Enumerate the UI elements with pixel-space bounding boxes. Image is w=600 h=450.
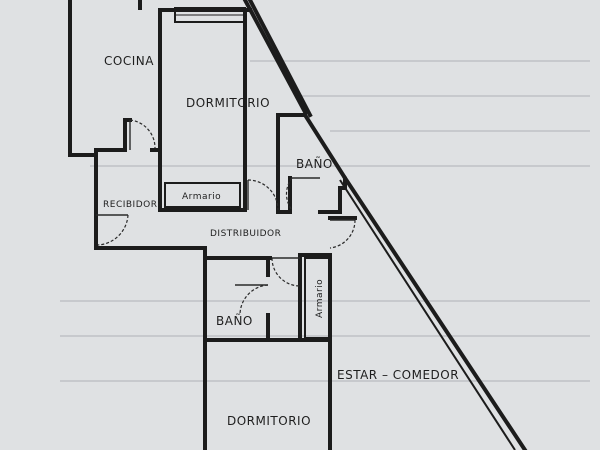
room-label-bano-top: BAÑO <box>296 156 333 171</box>
room-label-cocina: COCINA <box>104 54 154 68</box>
door-dorm-top-arc <box>247 179 279 211</box>
armario-side-label: Armario <box>315 279 325 318</box>
doors <box>96 119 356 316</box>
room-label-dormitorio-top: DORMITORIO <box>186 96 270 110</box>
door-kitchen-arc <box>129 119 156 149</box>
wall-distribuidor-bottom <box>94 246 207 260</box>
background-texture <box>60 60 590 382</box>
wall-bano-bottom <box>276 176 292 214</box>
room-label-bano-bottom: BAÑO <box>216 313 253 328</box>
wall-facade-diagonal-long-inner <box>339 179 516 450</box>
walls <box>68 0 528 450</box>
door-entrance-arc <box>97 214 129 246</box>
wall-kitchen-bottom <box>94 118 132 157</box>
room-label-recibidor: RECIBIDOR <box>103 200 157 210</box>
wall-kitchen-left <box>68 0 98 157</box>
wall-facade-diagonal-1 <box>247 0 313 118</box>
room-label-distribuidor: DISTRIBUIDOR <box>210 229 281 239</box>
wall-facade-diagonal-long <box>342 175 528 450</box>
door-bano-top-arc <box>285 177 293 211</box>
door-estar-arc <box>329 219 356 249</box>
door-bano-bottom-arc <box>239 284 269 316</box>
room-label-estar-comedor: ESTAR – COMEDOR <box>337 368 459 382</box>
wall-facade-diagonal-2 <box>242 0 308 115</box>
door-dorm-bottom-arc <box>271 257 301 287</box>
armario-top-label: Armario <box>182 192 221 202</box>
room-label-dormitorio-bottom: DORMITORIO <box>227 414 311 428</box>
armario-top-box <box>164 182 241 208</box>
room-labels: COCINA DORMITORIO BAÑO RECIBIDOR Armario… <box>103 54 459 428</box>
